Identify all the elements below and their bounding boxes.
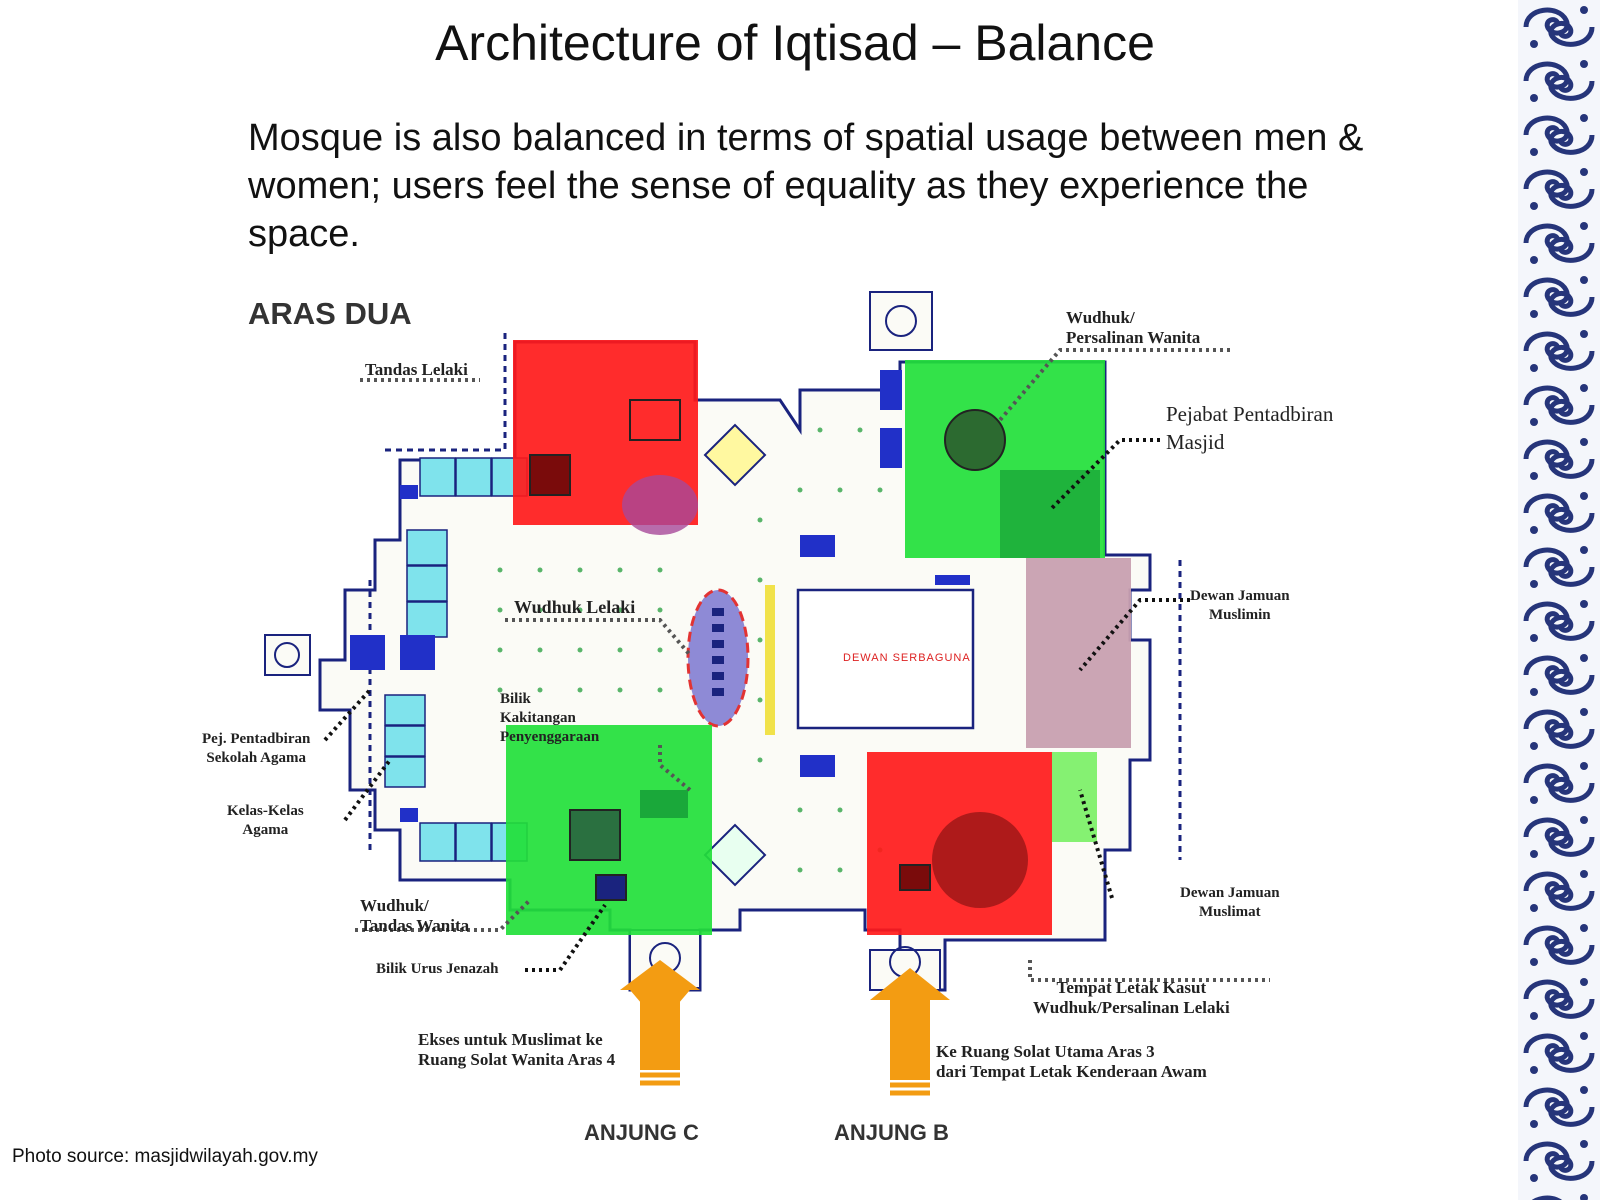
- label-bilik-kakitangan: Bilik Kakitangan Penyenggaraan: [500, 691, 600, 745]
- stair-blocks: [350, 370, 970, 822]
- level-title: ARAS DUA: [248, 296, 412, 331]
- diamond-stairs: [703, 423, 767, 887]
- label-anjung-c: ANJUNG C: [584, 1120, 699, 1145]
- label-anjung-b: ANJUNG B: [834, 1120, 949, 1145]
- label-wudhuk-lelaki: Wudhuk Lelaki: [514, 597, 636, 617]
- slide-title: Architecture of Iqtisad – Balance: [435, 15, 1155, 71]
- label-dewan-jamuan-muslimat: Dewan Jamuan Muslimat: [1180, 885, 1280, 920]
- zone-muslimin-hall: [1026, 558, 1131, 748]
- label-tandas-lelaki: Tandas Lelaki: [365, 360, 468, 379]
- outer-dotted-wall: [368, 332, 1182, 860]
- zone-muslimat-hall: [1052, 752, 1097, 842]
- classrooms: [384, 457, 528, 862]
- label-wudhuk-tandas-wanita: Wudhuk/ Tandas Wanita: [360, 896, 470, 935]
- label-bilik-urus-jenazah: Bilik Urus Jenazah: [376, 961, 499, 977]
- label-ekses-muslimat: Ekses untuk Muslimat ke Ruang Solat Wani…: [418, 1030, 616, 1069]
- photo-source: Photo source: masjidwilayah.gov.my: [12, 1146, 318, 1167]
- leader-lines-grey: [355, 348, 1270, 982]
- ornament-border: [1518, 0, 1600, 1200]
- dewan-serbaguna-room: [796, 588, 975, 730]
- slide-body-text: Mosque is also balanced in terms of spat…: [248, 117, 1364, 255]
- arrow-base-lines: [640, 1072, 930, 1096]
- label-ke-ruang-solat: Ke Ruang Solat Utama Aras 3 dari Tempat …: [936, 1042, 1207, 1081]
- label-dewan-jamuan-muslimin: Dewan Jamuan Muslimin: [1190, 588, 1290, 623]
- label-pejabat-pentadbiran-masjid: Pejabat Pentadbiran Masjid: [1166, 402, 1334, 454]
- leader-lines-black: [323, 438, 1190, 972]
- floor-plan: ARAS DUA Tandas Lelaki Wudhuk/ Persalina…: [200, 290, 1380, 1190]
- label-wudhuk-persalinan-wanita: Wudhuk/ Persalinan Wanita: [1066, 308, 1201, 347]
- label-dewan-serbaguna: DEWAN SERBAGUNA: [843, 652, 971, 664]
- label-kelas-kelas-agama: Kelas-Kelas Agama: [227, 803, 304, 838]
- label-tempat-letak-kasut: Tempat Letak Kasut Wudhuk/Persalinan Lel…: [1033, 978, 1230, 1017]
- column-grid: [497, 427, 883, 873]
- access-arrows: [620, 960, 950, 1080]
- floor-plan-drawing: [264, 291, 1270, 1096]
- label-pej-pentadbiran-sekolah: Pej. Pentadbiran Sekolah Agama: [202, 731, 311, 766]
